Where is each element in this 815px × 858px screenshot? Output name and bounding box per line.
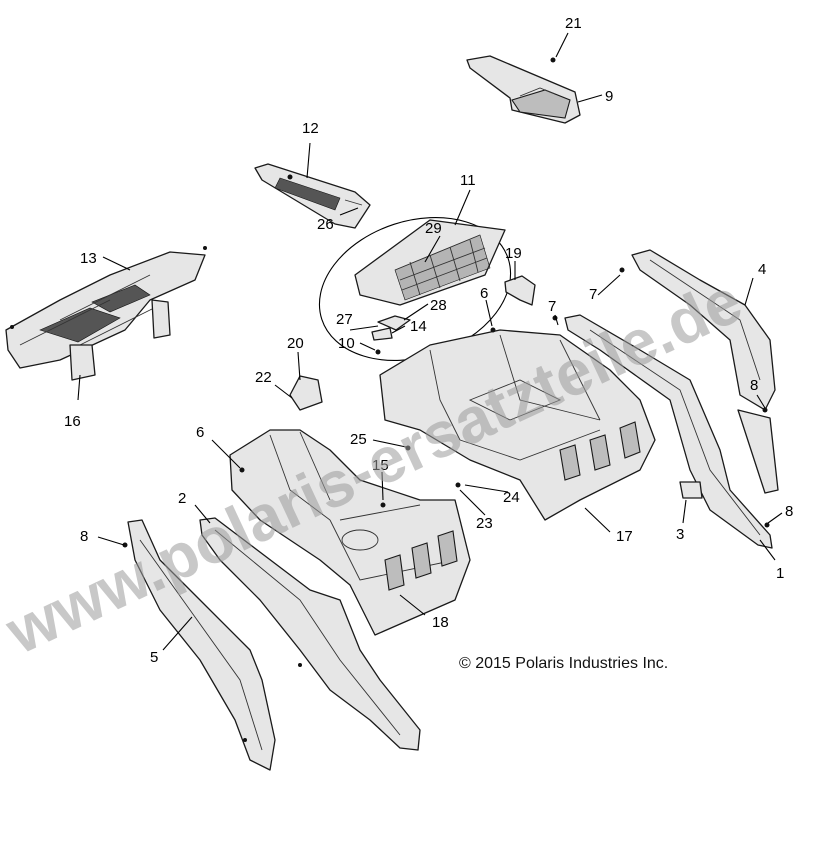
callout-8-right: 8 [750,377,758,394]
callout-7-right: 7 [548,298,556,315]
callout-11: 11 [460,172,476,189]
callout-numbers: 21 9 12 26 11 29 13 16 19 6 28 27 14 10 … [64,15,793,666]
callout-18: 18 [432,614,449,631]
callout-13: 13 [80,250,97,267]
callout-6-top: 6 [480,285,488,302]
callout-25: 25 [350,431,367,448]
callout-5: 5 [150,649,158,666]
part-8-right-flap [737,409,779,494]
copyright-notice: © 2015 Polaris Industries Inc. [459,655,669,672]
part-3-bracket [679,481,703,499]
callout-8-far-right: 8 [785,503,793,520]
part-20-bracket [289,375,323,411]
callout-22: 22 [255,369,272,386]
callout-4: 4 [758,261,766,278]
callout-1: 1 [776,565,784,582]
callout-21: 21 [565,15,582,32]
callout-10: 10 [338,335,355,352]
callout-8-left: 8 [80,528,88,545]
callout-12: 12 [302,120,319,137]
fasteners [10,57,770,742]
callout-17: 17 [616,528,633,545]
callout-15: 15 [372,457,389,474]
leader-lines [77,32,783,651]
part-13-console [5,251,206,381]
callout-24: 24 [503,489,520,506]
part-18-front-tub [229,429,471,636]
part-2-left-long-panel [199,517,421,751]
callout-9: 9 [605,88,613,105]
part-4-right-upper-panel [631,249,776,411]
callout-2: 2 [178,490,186,507]
callout-19: 19 [505,245,522,262]
callout-3: 3 [676,526,684,543]
part-1-right-lower-panel [564,314,773,549]
part-5-left-short-panel [127,519,276,771]
callout-26: 26 [317,216,334,233]
part-12-grille-panel [254,163,371,229]
callout-29: 29 [425,220,442,237]
callout-23: 23 [476,515,493,532]
part-19-bracket [504,275,536,306]
callout-27: 27 [336,311,353,328]
callout-14: 14 [410,318,427,335]
callout-28: 28 [430,297,447,314]
part-29-storage-net-panel [354,219,506,306]
part-17-rear-tub [379,329,656,521]
callout-20: 20 [287,335,304,352]
callout-7-left: 7 [589,286,597,303]
callout-16: 16 [64,413,81,430]
part-9-panel [466,55,581,124]
callout-6-left: 6 [196,424,204,441]
part-27-28-14-brackets [371,315,411,341]
